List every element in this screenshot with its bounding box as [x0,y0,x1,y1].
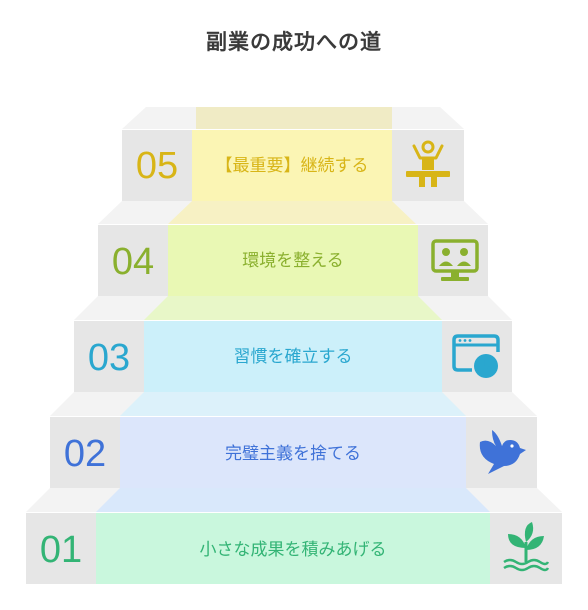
step-04: 04 環境を整える [98,201,488,296]
browser-clock-icon [452,334,500,378]
step-label-03: 習慣を確立する [234,347,353,367]
step-05-fill [192,130,392,201]
step-01-fill [96,513,490,584]
step-02-fill [120,417,466,488]
step-number-01: 01 [40,529,82,571]
step-label-04: 環境を整える [242,251,344,271]
step-label-05: 【最重要】継続する [216,156,369,176]
step-04-fill [168,225,418,296]
person-balancing-icon [406,140,450,187]
step-05: 05 【最重要】継続する [122,107,464,201]
step-03: 03 習慣を確立する [74,296,512,392]
step-01: 01 小さな成果を積みあげる [26,488,562,584]
step-label-02: 完璧主義を捨てる [225,444,361,464]
page-title: 副業の成功への道 [206,30,382,54]
step-number-05: 05 [136,145,178,187]
video-meeting-screen-icon [431,239,479,281]
step-03-fill [144,321,442,392]
dove-icon [479,430,526,474]
step-number-02: 02 [64,433,106,475]
step-number-03: 03 [88,337,130,379]
step-02: 02 完璧主義を捨てる [50,392,537,488]
sprout-icon [503,522,550,572]
step-number-04: 04 [112,241,154,283]
step-label-01: 小さな成果を積みあげる [200,540,387,560]
